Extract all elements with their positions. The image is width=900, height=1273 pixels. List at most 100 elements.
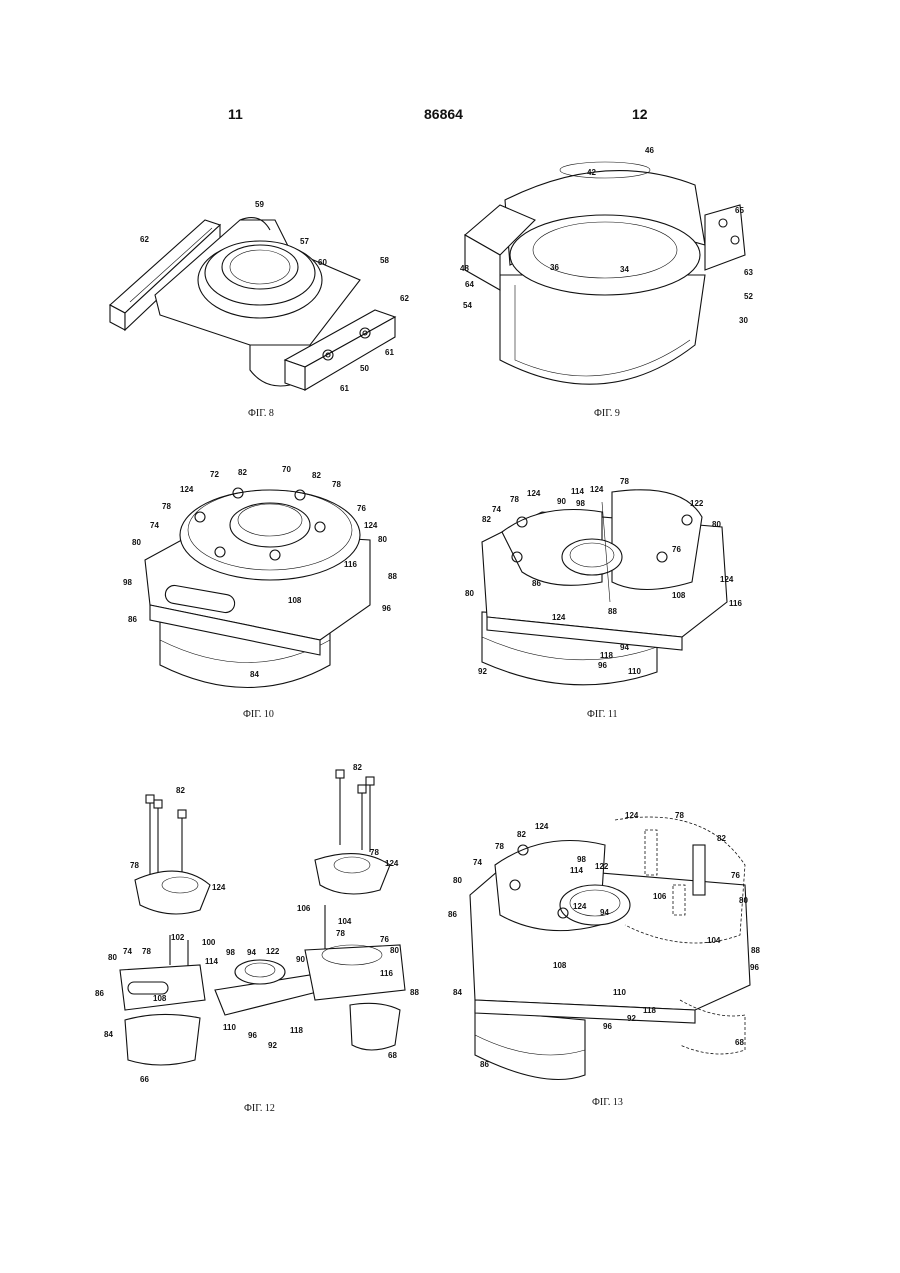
reference-numeral: 86	[128, 615, 137, 624]
reference-numeral: 78	[620, 477, 629, 486]
reference-numeral: 78	[336, 929, 345, 938]
reference-numeral: 102	[171, 933, 185, 942]
reference-numeral: 80	[739, 896, 748, 905]
reference-numeral: 30	[739, 316, 748, 325]
reference-numeral: 114	[205, 957, 218, 966]
reference-numeral: 82	[717, 834, 726, 843]
reference-numeral: 86	[95, 989, 104, 998]
reference-numeral: 60	[318, 258, 327, 267]
reference-numeral: 78	[130, 861, 139, 870]
reference-numeral: 62	[140, 235, 149, 244]
reference-numeral: 78	[675, 811, 684, 820]
reference-numeral: 116	[344, 560, 357, 569]
reference-numeral: 98	[123, 578, 132, 587]
reference-numeral: 96	[248, 1031, 257, 1040]
reference-numeral: 84	[250, 670, 259, 679]
reference-numeral: 96	[598, 661, 607, 670]
reference-numeral: 96	[382, 604, 391, 613]
reference-numeral: 106	[653, 892, 667, 901]
reference-numeral: 104	[338, 917, 352, 926]
reference-numeral: 108	[288, 596, 302, 605]
reference-numeral: 118	[643, 1006, 656, 1015]
reference-numeral: 122	[690, 499, 704, 508]
reference-numeral: 90	[296, 955, 305, 964]
reference-numeral: 106	[297, 904, 311, 913]
reference-numeral: 68	[388, 1051, 397, 1060]
reference-numeral: 74	[123, 947, 132, 956]
reference-numeral: 124	[573, 902, 587, 911]
reference-numeral: 78	[510, 495, 519, 504]
reference-numeral: 86	[480, 1060, 489, 1069]
patent-number: 86864	[424, 106, 463, 122]
reference-numeral: 84	[453, 988, 462, 997]
reference-numeral: 100	[202, 938, 216, 947]
reference-numeral: 124	[720, 575, 734, 584]
reference-numeral: 50	[360, 364, 369, 373]
reference-numeral: 94	[247, 948, 256, 957]
reference-numeral: 92	[268, 1041, 277, 1050]
reference-numeral: 92	[478, 667, 487, 676]
reference-numeral: 78	[495, 842, 504, 851]
reference-numeral: 110	[613, 988, 626, 997]
reference-numeral: 36	[550, 263, 559, 272]
reference-numeral: 76	[672, 545, 681, 554]
reference-numeral: 74	[492, 505, 501, 514]
reference-numeral: 88	[608, 607, 617, 616]
reference-numeral: 114	[570, 866, 583, 875]
reference-numeral: 80	[108, 953, 117, 962]
figure-13-caption: ФІГ. 13	[592, 1097, 623, 1108]
reference-numeral: 70	[282, 465, 291, 474]
reference-numeral: 122	[595, 862, 609, 871]
reference-numeral: 98	[576, 499, 585, 508]
reference-numeral: 96	[603, 1022, 612, 1031]
figure-9-drawing: 46 42 65 48 36 34 63 64 52 54 30	[455, 145, 765, 400]
reference-numeral: 108	[153, 994, 167, 1003]
reference-numeral: 78	[332, 480, 341, 489]
reference-numeral: 80	[132, 538, 141, 547]
reference-numeral: 124	[552, 613, 566, 622]
reference-numeral: 110	[223, 1023, 236, 1032]
reference-numeral: 86	[532, 579, 541, 588]
reference-numeral: 94	[620, 643, 629, 652]
reference-numeral: 124	[527, 489, 541, 498]
figure-10-drawing: 72 70 82 82 78 124 78 76 124 74 80 80 11…	[120, 465, 400, 705]
reference-numeral: 82	[353, 763, 362, 772]
figure-12-caption: ФІГ. 12	[244, 1103, 275, 1114]
reference-numeral: 46	[645, 146, 654, 155]
reference-numeral: 124	[535, 822, 549, 831]
reference-numeral: 61	[340, 384, 349, 393]
reference-numeral: 65	[735, 206, 744, 215]
figure-13-drawing: 124 78 82 124 82 78 98 74 122 114 76 80 …	[445, 805, 775, 1090]
figure-11-drawing: 124 78 74 78 124 90 114 98 122 82 80 76 …	[462, 472, 752, 702]
figure-9-caption: ФІГ. 9	[594, 408, 620, 419]
reference-numeral: 116	[380, 969, 393, 978]
reference-numeral: 86	[448, 910, 457, 919]
left-page-number: 11	[228, 106, 243, 122]
reference-numeral: 108	[672, 591, 686, 600]
reference-numeral: 76	[731, 871, 740, 880]
figure-12-drawing: 82 82 78 78 124 124 106 104 102 100 78 7…	[90, 760, 430, 1095]
reference-numeral: 78	[370, 848, 379, 857]
reference-numeral: 52	[744, 292, 753, 301]
reference-numeral: 82	[176, 786, 185, 795]
reference-numeral: 62	[400, 294, 409, 303]
reference-numeral: 90	[557, 497, 566, 506]
reference-numeral: 78	[142, 947, 151, 956]
reference-numeral: 66	[140, 1075, 149, 1084]
reference-numeral: 58	[380, 256, 389, 265]
reference-numeral: 80	[712, 520, 721, 529]
reference-numeral: 124	[590, 485, 604, 494]
reference-numeral: 76	[357, 504, 366, 513]
reference-numeral: 80	[390, 946, 399, 955]
reference-numeral: 108	[553, 961, 567, 970]
reference-numeral: 124	[625, 811, 639, 820]
reference-numeral: 82	[482, 515, 491, 524]
reference-numeral: 122	[266, 947, 280, 956]
reference-numeral: 80	[378, 535, 387, 544]
figure-8-caption: ФІГ. 8	[248, 408, 274, 419]
reference-numeral: 92	[627, 1014, 636, 1023]
reference-numeral: 104	[707, 936, 721, 945]
reference-numeral: 124	[212, 883, 226, 892]
reference-numeral: 76	[380, 935, 389, 944]
reference-numeral: 88	[410, 988, 419, 997]
